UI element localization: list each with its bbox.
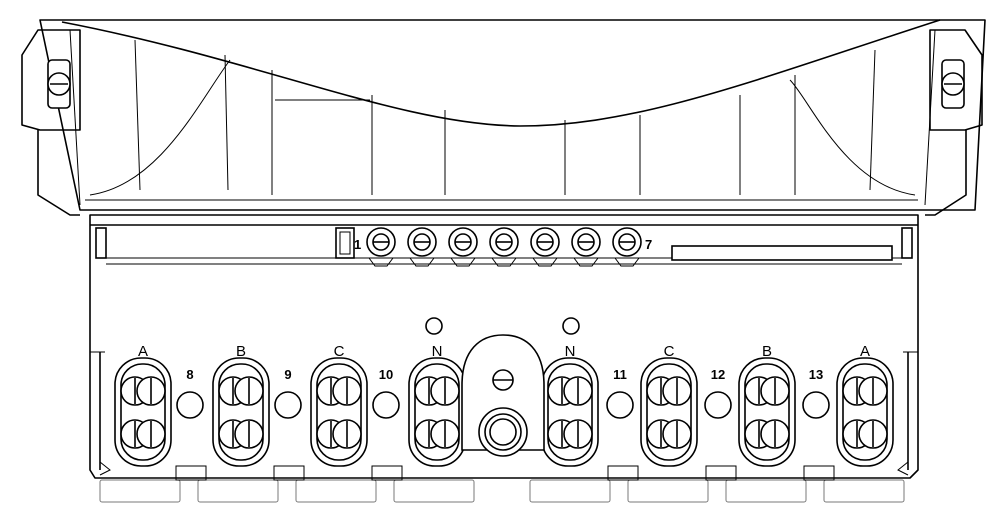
phase-label: B bbox=[762, 343, 772, 360]
aux-screw bbox=[530, 227, 560, 267]
aux-screw bbox=[489, 227, 519, 267]
bridge-hole bbox=[274, 391, 302, 419]
terminal-base bbox=[89, 214, 919, 479]
aux-screws bbox=[366, 227, 642, 267]
bottom-feet bbox=[99, 465, 905, 503]
aux-label-last: 7 bbox=[645, 237, 652, 252]
main-terminal bbox=[212, 357, 270, 467]
main-terminal bbox=[408, 357, 466, 467]
bridge-hole bbox=[802, 391, 830, 419]
bridge-label: 8 bbox=[186, 367, 193, 382]
phase-label: N bbox=[432, 343, 443, 360]
bridge-label: 9 bbox=[284, 367, 291, 382]
bridge-labels: 8 9 10 11 12 13 bbox=[186, 367, 823, 382]
bridge-hole bbox=[704, 391, 732, 419]
main-terminal bbox=[114, 357, 172, 467]
phase-label: A bbox=[138, 343, 148, 360]
phase-label: B bbox=[236, 343, 246, 360]
bridge-label: 13 bbox=[809, 367, 823, 382]
phase-label: C bbox=[334, 343, 345, 360]
auxiliary-terminal-strip: 1 7 bbox=[335, 227, 652, 267]
phase-label: C bbox=[664, 343, 675, 360]
phase-label: A bbox=[860, 343, 870, 360]
neutral-indicator-left bbox=[425, 317, 443, 335]
main-terminal bbox=[541, 357, 599, 467]
neutral-indicator-right bbox=[562, 317, 580, 335]
bridge-label: 12 bbox=[711, 367, 725, 382]
main-terminals bbox=[114, 357, 894, 467]
bridge-label: 10 bbox=[379, 367, 393, 382]
bridge-hole bbox=[606, 391, 634, 419]
bridge-hole bbox=[372, 391, 400, 419]
bridge-label: 11 bbox=[613, 367, 627, 382]
aux-screw bbox=[571, 227, 601, 267]
right-mounting-ear bbox=[925, 29, 983, 216]
bridge-hole bbox=[176, 391, 204, 419]
left-mounting-ear bbox=[21, 29, 81, 216]
main-terminal bbox=[836, 357, 894, 467]
aux-label-first: 1 bbox=[354, 237, 361, 252]
central-fixing-boss bbox=[461, 334, 545, 457]
terminal-cover bbox=[39, 19, 986, 211]
phase-label: N bbox=[565, 343, 576, 360]
main-terminal bbox=[310, 357, 368, 467]
aux-screw bbox=[448, 227, 478, 267]
aux-screw bbox=[407, 227, 437, 267]
aux-screw bbox=[612, 227, 642, 267]
main-terminal bbox=[738, 357, 796, 467]
aux-screw bbox=[366, 227, 396, 267]
main-terminal bbox=[640, 357, 698, 467]
